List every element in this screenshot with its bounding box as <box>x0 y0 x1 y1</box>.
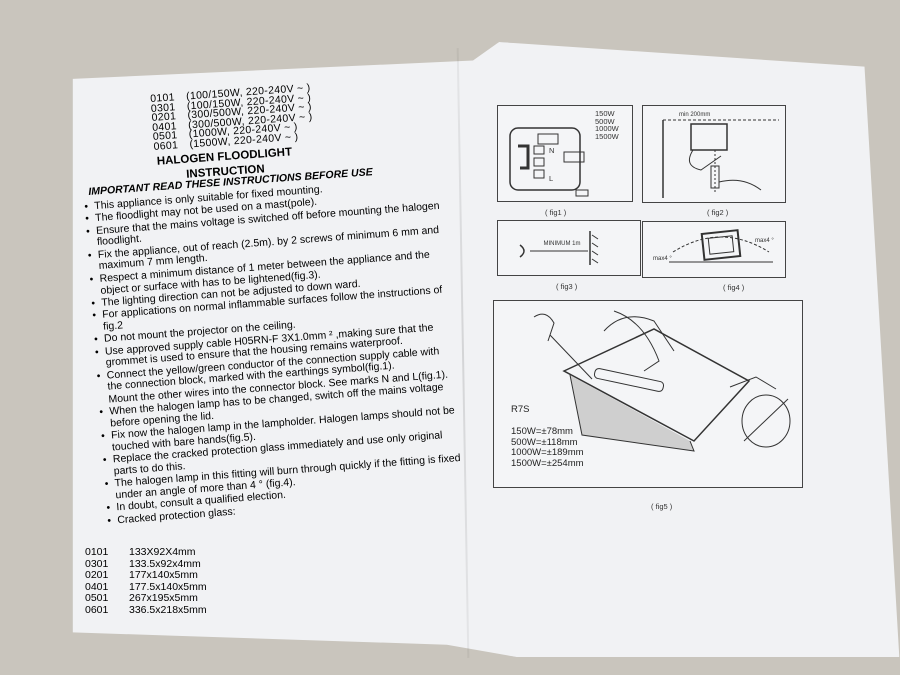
figure-2-caption: ( fig2 ) <box>707 208 729 217</box>
minimum-distance-label: MINIMUM 1m <box>543 241 581 247</box>
figure-4: max4 ° max4 ° <box>642 221 786 278</box>
figure-5-caption: ( fig5 ) <box>651 502 673 511</box>
instruction-list: This appliance is only suitable for fixe… <box>82 176 465 529</box>
lamp-type: R7S <box>511 404 530 415</box>
min-distance-label: min 200mm <box>679 112 711 118</box>
figure-3-caption: ( fig3 ) <box>556 282 578 291</box>
mounting-diagram <box>662 119 779 198</box>
figure-4-caption: ( fig4 ) <box>723 283 745 292</box>
figure-2: min 200mm <box>642 105 786 203</box>
angle-label-left: max4 ° <box>653 256 672 262</box>
terminal-l: L <box>549 174 554 183</box>
angle-label-right: max4 ° <box>755 238 774 244</box>
figure-3: MINIMUM 1m <box>497 220 641 276</box>
connector-diagram <box>509 127 589 197</box>
model-list: 0101(100/150W, 220-240V ~ ) 0301(100/150… <box>150 82 314 153</box>
figure-1-caption: ( fig1 ) <box>545 208 567 217</box>
terminal-n: N <box>549 146 555 155</box>
angle-diagram <box>669 229 773 263</box>
distance-diagram <box>519 231 599 265</box>
lamp-replacement-diagram <box>533 310 791 452</box>
